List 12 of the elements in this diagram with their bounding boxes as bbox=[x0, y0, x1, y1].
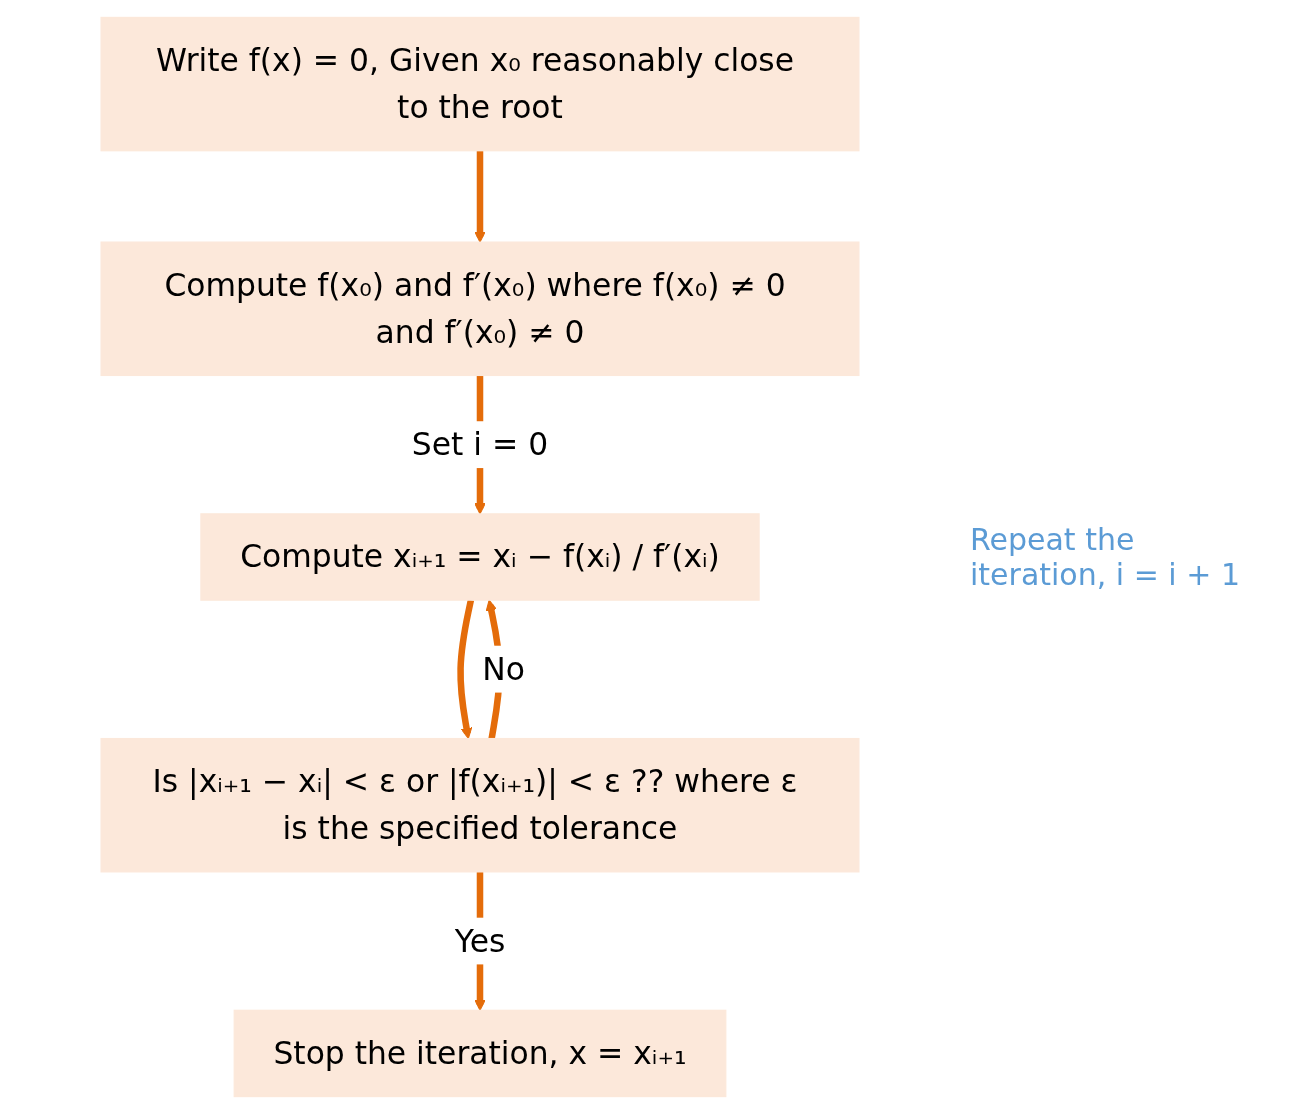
node-box bbox=[233, 1009, 727, 1098]
edge-label: Set i = 0 bbox=[411, 426, 549, 463]
edge-label: No bbox=[482, 650, 525, 688]
arrow bbox=[474, 150, 486, 243]
node-box bbox=[200, 513, 760, 601]
node-box bbox=[100, 241, 860, 377]
edge-label: Yes bbox=[454, 922, 506, 960]
note: Repeat the iteration, i = i + 1 bbox=[970, 522, 1241, 592]
arrow bbox=[457, 599, 475, 740]
node-box bbox=[100, 16, 860, 152]
node-box bbox=[100, 737, 860, 873]
flowchart: Write f(x) = 0, Given x₀ reasonably close to the root Compute f(x₀) and f′(x₀) where f(x₀) ≠ 0 and f′(x₀) ≠ 0 Set i = 0 Compute xᵢ₊₁ = xᵢ − f(xᵢ) / f′(xᵢ) No Is |xᵢ₊₁ − xᵢ| < ε or |f(xᵢ₊₁)| < ε ?? where ε is the specified tolerance Yes Stop the iteration, x = xᵢ₊₁ bbox=[0, 7, 960, 1107]
